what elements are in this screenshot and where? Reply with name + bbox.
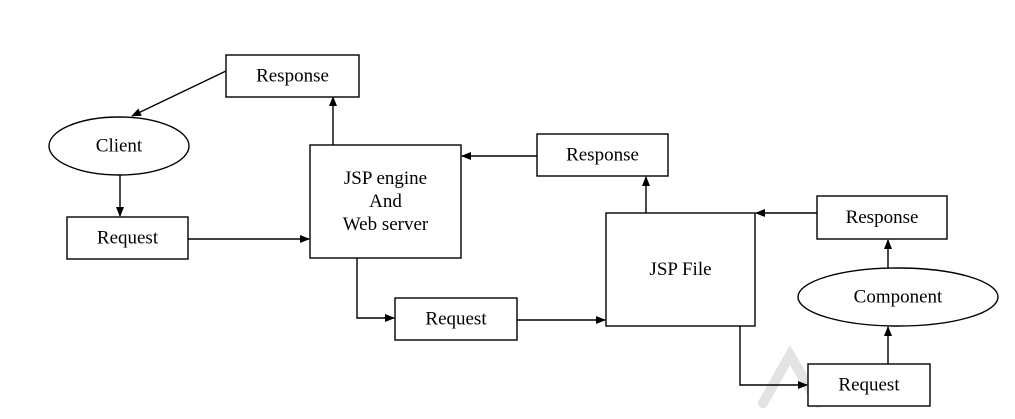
jsp-file-box-shape: [605, 212, 756, 327]
jsp-engine-box-label: And: [369, 191, 402, 212]
response-box-top: Response: [225, 54, 360, 98]
request-box-middle: Request: [394, 297, 518, 341]
response-box-middle: Response: [536, 133, 669, 177]
arrow-response-to-client: [131, 70, 227, 117]
request-box-left: Request: [66, 216, 189, 260]
request-box-left-shape: [66, 216, 189, 260]
jsp-file-box-label: JSP File: [649, 259, 711, 280]
response-box-right-label: Response: [846, 207, 919, 228]
request-box-right-label: Request: [838, 375, 900, 396]
arrow-jsp-engine-to-request: [356, 258, 395, 322]
response-box-top-shape: [225, 54, 360, 98]
request-box-middle-shape: [394, 297, 518, 341]
component-ellipse: Component: [797, 267, 999, 327]
response-box-middle-label: Response: [566, 145, 639, 166]
jsp-engine-box-shape: [309, 144, 462, 259]
request-box-right: Request: [807, 363, 931, 407]
jsp-engine-box-label: Web server: [343, 214, 429, 235]
arrow-jsp-file-to-request: [739, 326, 808, 389]
request-box-middle-label: Request: [425, 309, 487, 330]
jsp-engine-box-label: JSP engine: [344, 168, 427, 189]
client-ellipse-label: Client: [96, 136, 143, 157]
request-box-right-shape: [807, 363, 931, 407]
component-ellipse-label: Component: [854, 287, 943, 308]
component-ellipse-shape: [797, 267, 999, 327]
response-box-right-shape: [816, 195, 948, 240]
edges-layer: [116, 70, 892, 389]
response-box-right: Response: [816, 195, 948, 240]
client-ellipse: Client: [48, 116, 190, 176]
client-ellipse-shape: [48, 116, 190, 176]
request-box-left-label: Request: [97, 228, 159, 249]
response-box-top-label: Response: [256, 66, 329, 87]
jsp-file-box: JSP File: [605, 212, 756, 327]
response-box-middle-shape: [536, 133, 669, 177]
